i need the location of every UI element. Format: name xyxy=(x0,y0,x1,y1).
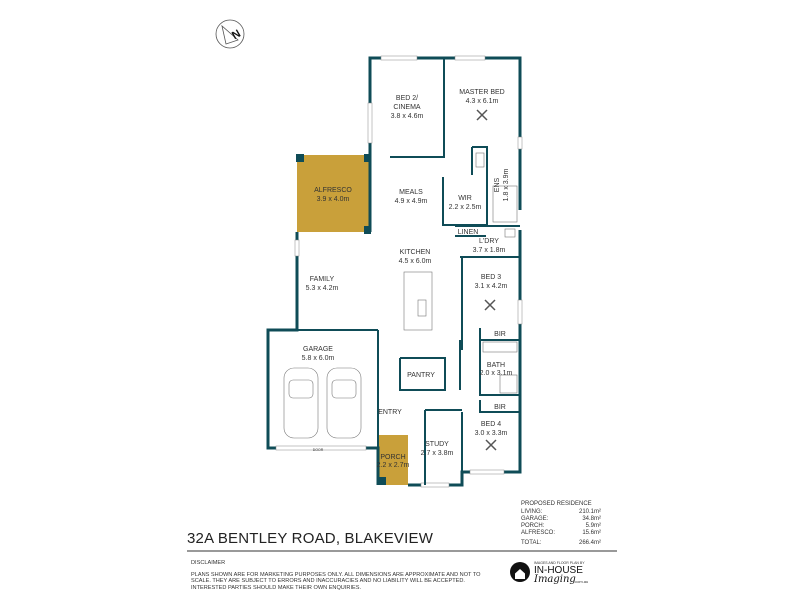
north-arrow-icon: N xyxy=(215,19,245,49)
ceiling-fan-icon xyxy=(484,299,496,311)
room-label-meals: MEALS 4.9 x 4.9m xyxy=(395,189,428,205)
area-row: GARAGE:34.8m² xyxy=(521,516,601,522)
room-label-pantry: PANTRY xyxy=(407,372,435,379)
room-label-bed3: BED 3 3.1 x 4.2m xyxy=(475,274,508,290)
area-row: ALFRESCO:15.6m² xyxy=(521,530,601,536)
svg-text:4.5 x 6.0m: 4.5 x 6.0m xyxy=(399,258,432,265)
svg-text:MASTER BED: MASTER BED xyxy=(459,89,505,96)
company-logo: IMAGES AND FLOOR PLAN BY IN-HOUSE Imagin… xyxy=(510,560,610,586)
svg-text:N: N xyxy=(230,28,243,42)
svg-text:BED 3: BED 3 xyxy=(481,274,501,281)
svg-text:3.9 x 4.0m: 3.9 x 4.0m xyxy=(317,196,350,203)
car-icon xyxy=(283,367,319,439)
svg-text:2.7 x 3.8m: 2.7 x 3.8m xyxy=(421,450,454,457)
room-label-master-bed: MASTER BED 4.3 x 6.1m xyxy=(459,89,505,105)
svg-text:FAMILY: FAMILY xyxy=(310,276,335,283)
area-row: LIVING:210.1m² xyxy=(521,509,601,515)
svg-text:4.9 x 4.9m: 4.9 x 4.9m xyxy=(395,198,428,205)
area-total: TOTAL:266.4m² xyxy=(521,540,601,546)
svg-text:ALFRESCO: ALFRESCO xyxy=(314,187,352,194)
ceiling-fan-icon xyxy=(485,439,497,451)
svg-text:CINEMA: CINEMA xyxy=(393,104,421,111)
divider xyxy=(187,550,617,552)
disclaimer: DISCLAIMER PLANS SHOWN ARE FOR MARKETING… xyxy=(191,560,481,591)
svg-text:1.8 x 3.9m: 1.8 x 3.9m xyxy=(503,168,510,201)
svg-text:BATH: BATH xyxy=(487,362,505,369)
svg-text:3.8 x 4.6m: 3.8 x 4.6m xyxy=(391,113,424,120)
ceiling-fan-icon xyxy=(476,109,488,121)
svg-text:WIR: WIR xyxy=(458,195,472,202)
fixtures xyxy=(403,109,518,451)
svg-text:3.7 x 1.8m: 3.7 x 1.8m xyxy=(473,247,506,254)
room-label-bed4: BED 4 3.0 x 3.3m xyxy=(475,421,508,437)
area-summary: PROPOSED RESIDENCE LIVING:210.1m² GARAGE… xyxy=(521,501,601,547)
svg-text:3.0 x 3.3m: 3.0 x 3.3m xyxy=(475,430,508,437)
room-label-wir: WIR 2.2 x 2.5m xyxy=(449,195,482,211)
svg-text:2.2 x 2.7m: 2.2 x 2.7m xyxy=(377,462,410,469)
svg-text:STUDY: STUDY xyxy=(425,441,449,448)
disclaimer-text: PLANS SHOWN ARE FOR MARKETING PURPOSES O… xyxy=(191,571,481,591)
svg-text:5.3 x 4.2m: 5.3 x 4.2m xyxy=(306,285,339,292)
disclaimer-heading: DISCLAIMER xyxy=(191,560,226,566)
room-label-entry: ENTRY xyxy=(378,409,402,416)
svg-text:KITCHEN: KITCHEN xyxy=(400,249,431,256)
room-label-bir: BIR xyxy=(494,331,506,338)
svg-text:2.0 x 3.1m: 2.0 x 3.1m xyxy=(480,370,513,377)
garage-door-label: DOOR xyxy=(313,448,324,452)
room-label-ens: ENS 1.8 x 3.9m xyxy=(494,168,510,201)
svg-text:BED 2/: BED 2/ xyxy=(396,95,418,102)
windows xyxy=(275,55,523,488)
svg-text:BED 4: BED 4 xyxy=(481,421,501,428)
porch-area xyxy=(378,435,408,485)
room-label-bed2: BED 2/ CINEMA 3.8 x 4.6m xyxy=(391,95,424,120)
room-label-bath: BATH 2.0 x 3.1m xyxy=(480,362,513,377)
room-label-study: STUDY 2.7 x 3.8m xyxy=(421,441,454,457)
svg-text:4.3 x 6.1m: 4.3 x 6.1m xyxy=(466,98,499,105)
svg-text:ENS: ENS xyxy=(494,177,501,192)
svg-text:L'DRY: L'DRY xyxy=(479,238,499,245)
room-label-kitchen: KITCHEN 4.5 x 6.0m xyxy=(399,249,432,265)
svg-text:2.2 x 2.5m: 2.2 x 2.5m xyxy=(449,204,482,211)
room-label-garage: GARAGE 5.8 x 6.0m xyxy=(302,346,335,362)
svg-text:5.8 x 6.0m: 5.8 x 6.0m xyxy=(302,355,335,362)
area-heading: PROPOSED RESIDENCE xyxy=(521,501,592,507)
area-row: PORCH:5.9m² xyxy=(521,523,601,529)
svg-text:PORCH: PORCH xyxy=(380,454,405,461)
room-label-bir: BIR xyxy=(494,404,506,411)
logo-icon xyxy=(510,562,530,582)
room-label-laundry: L'DRY 3.7 x 1.8m xyxy=(473,238,506,254)
alfresco-area xyxy=(297,155,370,232)
property-address-title: 32A BENTLEY ROAD, BLAKEVIEW xyxy=(187,530,434,547)
svg-text:MEALS: MEALS xyxy=(399,189,423,196)
svg-text:GARAGE: GARAGE xyxy=(303,346,333,353)
room-label-linen: LINEN xyxy=(458,229,479,236)
room-label-porch: PORCH 2.2 x 2.7m xyxy=(377,454,410,469)
room-label-family: FAMILY 5.3 x 4.2m xyxy=(306,276,339,292)
svg-text:3.1 x 4.2m: 3.1 x 4.2m xyxy=(475,283,508,290)
interior-walls xyxy=(297,58,520,485)
room-label-alfresco: ALFRESCO 3.9 x 4.0m xyxy=(314,187,352,203)
car-icon xyxy=(326,367,362,439)
